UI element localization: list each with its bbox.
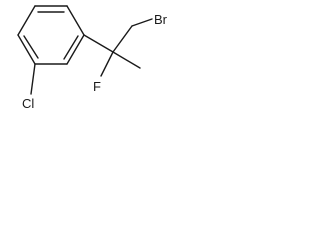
bond-ring-to-quaternary-carbon bbox=[83, 34, 114, 53]
ring-bond-5 bbox=[17, 34, 36, 65]
ring-double-bond-right bbox=[63, 35, 79, 60]
ring-double-bond-left bbox=[23, 35, 39, 59]
ring-bond-3 bbox=[66, 34, 85, 65]
bond-quaternary-to-methyl bbox=[112, 51, 141, 69]
benzene-ring bbox=[17, 5, 85, 65]
bond-quaternary-to-ch2 bbox=[112, 25, 133, 53]
bond-quaternary-to-fluorine bbox=[100, 51, 114, 77]
structure-canvas: Br F Cl bbox=[0, 0, 180, 131]
bromine-label: Br bbox=[154, 12, 168, 27]
molecule-diagram: Br F Cl bbox=[17, 5, 168, 111]
ring-bond-2 bbox=[66, 5, 85, 36]
bond-ring-to-chlorine bbox=[30, 63, 36, 95]
fluorine-label: F bbox=[93, 79, 101, 94]
ring-bond-6 bbox=[17, 5, 36, 36]
bond-ch2-to-bromine bbox=[131, 18, 153, 27]
chlorine-label: Cl bbox=[22, 96, 34, 111]
